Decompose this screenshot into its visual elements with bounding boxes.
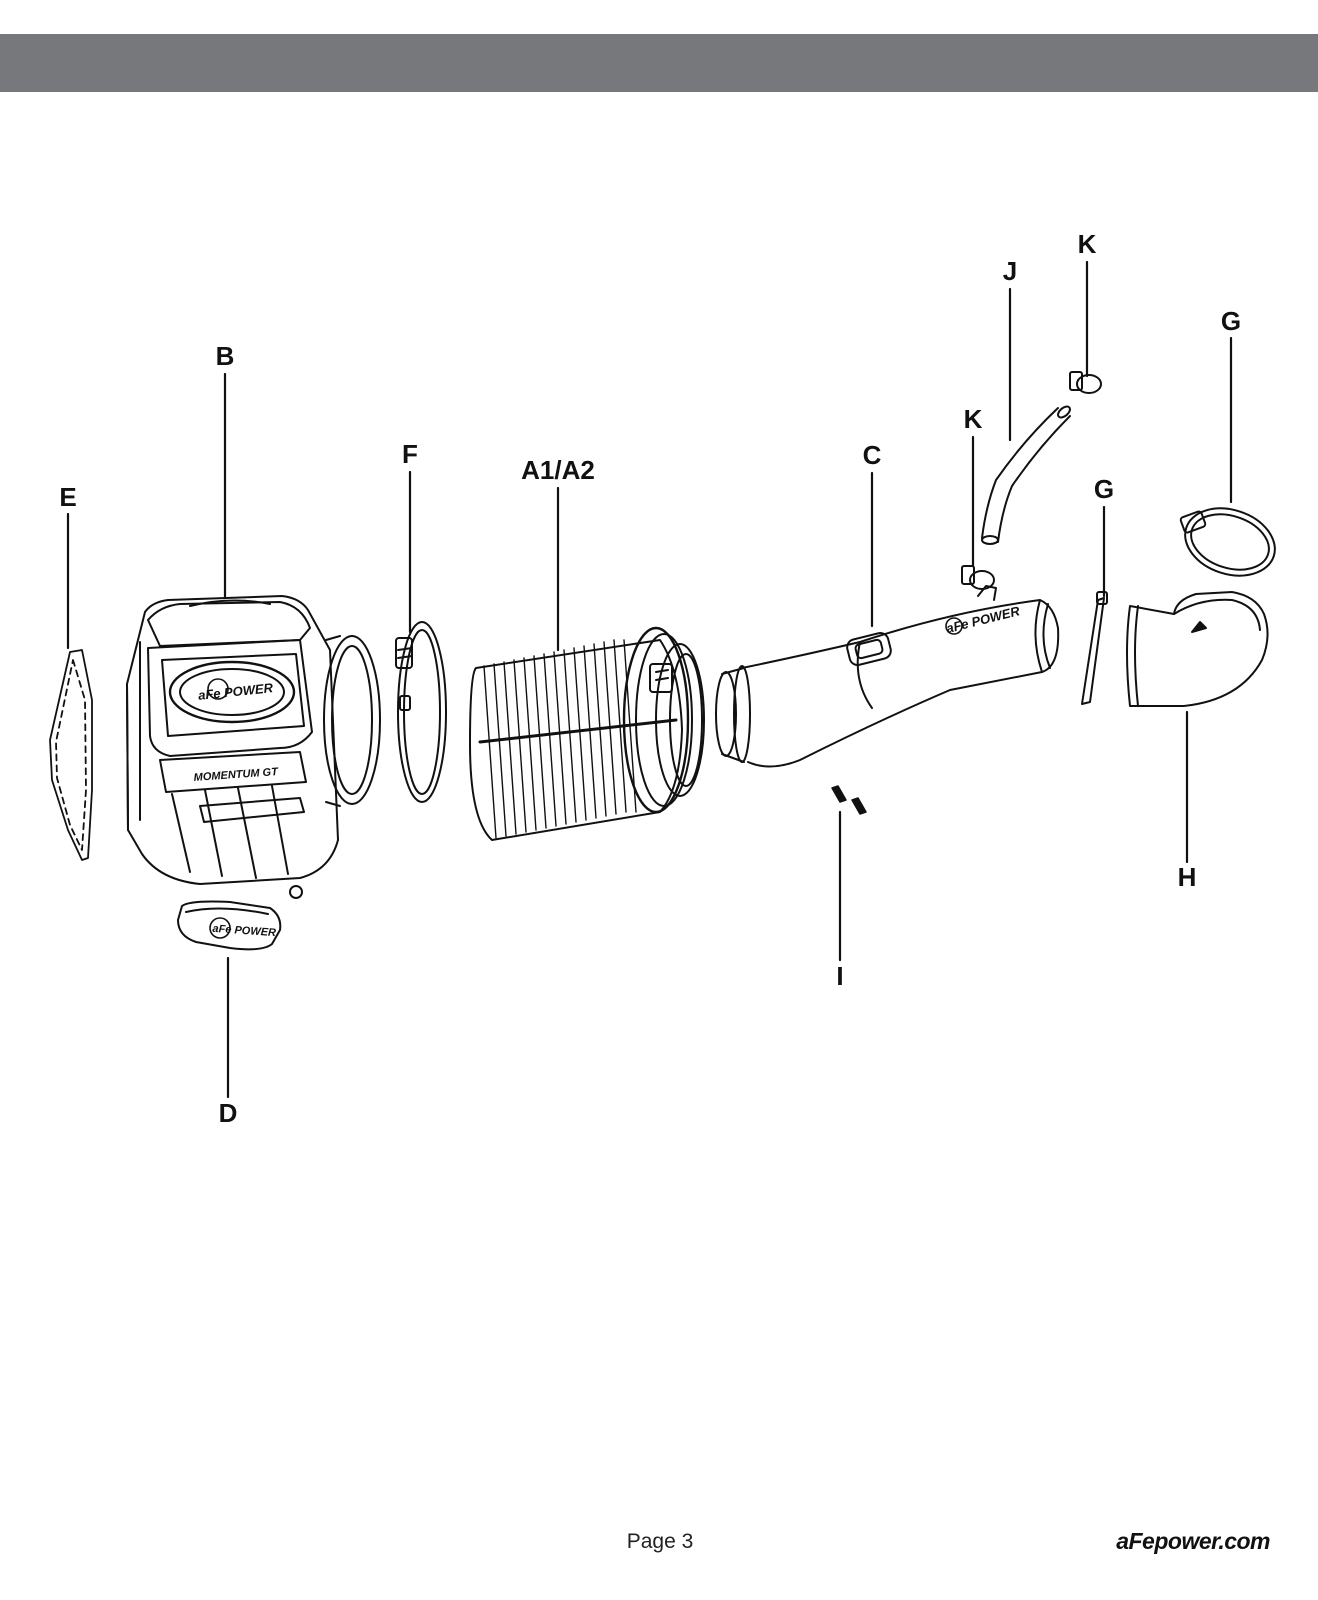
hose-clamp-part-k-top [1069, 371, 1102, 394]
callout-label-h: H [1178, 862, 1197, 892]
callout-label-d: D [219, 1098, 238, 1128]
callout-label-e: E [59, 482, 76, 512]
callout-label-k-mid: K [964, 404, 983, 434]
gasket-part-e [49, 649, 93, 861]
callout-label-i: I [836, 961, 843, 991]
callout-label-k-top: K [1078, 229, 1097, 259]
cover-logo-text: aFe POWER [212, 923, 276, 939]
callout-label-a1-a2: A1/A2 [521, 455, 595, 485]
tube-logo-text: aFe POWER [945, 603, 1022, 636]
callout-label-g-mid: G [1094, 474, 1114, 504]
leader-lines [66, 260, 1233, 1099]
callout-label-b: B [216, 341, 235, 371]
callout-label-f: F [402, 439, 418, 469]
callout-label-c: C [863, 440, 882, 470]
callout-label-j: J [1003, 256, 1017, 286]
header-bar [0, 34, 1318, 92]
clamp-band-part-g-mid [1081, 591, 1108, 705]
housing-logo: aFe POWER [197, 678, 274, 703]
airbox-housing-part-b: aFe POWER MOMENTUM GT [126, 595, 381, 899]
coupler-elbow-part-h [1126, 591, 1269, 707]
hose-clamp-part-f [395, 621, 447, 803]
vent-hose-part-j [981, 405, 1071, 545]
intake-tube: aFe POWER [715, 585, 1060, 768]
callout-label-g-top: G [1221, 306, 1241, 336]
bolts-part-i [831, 785, 867, 815]
badge-logo-text: MOMENTUM GT [193, 766, 279, 784]
air-filter-part-a1-a2 [469, 626, 705, 841]
clamp-ring-part-g-top [1179, 507, 1276, 577]
snorkel-cover-part-d: aFe POWER [177, 900, 282, 951]
page-number: Page 3 [626, 1530, 694, 1553]
hose-clamp-part-k-mid [961, 565, 995, 590]
website-link[interactable]: aFepower.com [1116, 1528, 1270, 1554]
